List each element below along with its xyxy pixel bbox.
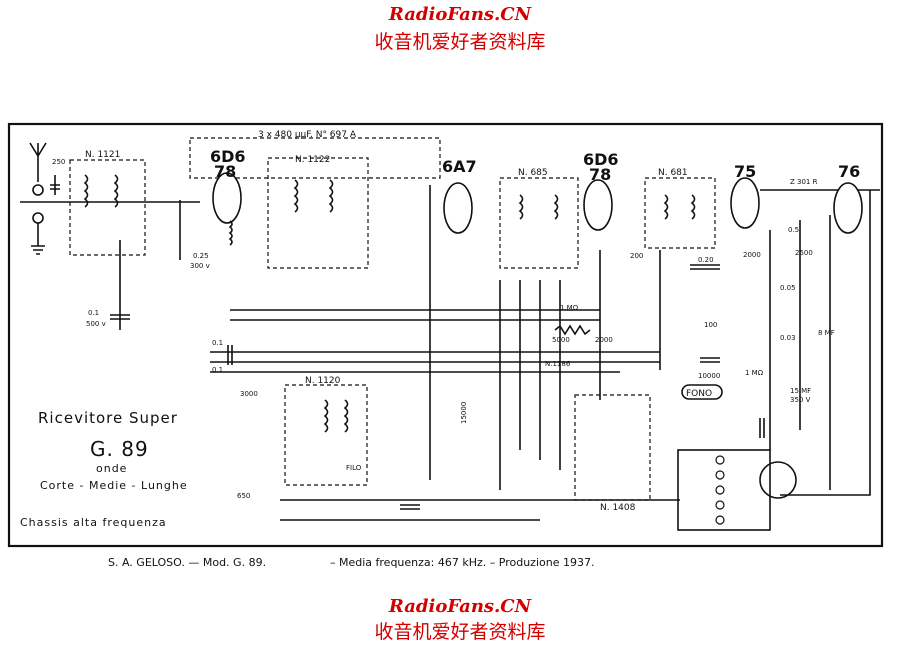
coil-box-n685: N. 685 xyxy=(499,168,579,269)
tube-75: 75 xyxy=(730,162,760,229)
switch-box-n1408: N. 1408 xyxy=(574,394,651,513)
antenna-icon xyxy=(29,142,47,255)
svg-text:N. 1120: N. 1120 xyxy=(305,376,341,386)
svg-text:78: 78 xyxy=(589,165,611,184)
gang-cap-label: 3 x 480 μμF. N° 697 A xyxy=(258,130,357,140)
svg-text:0.25: 0.25 xyxy=(193,252,209,260)
svg-text:0.1: 0.1 xyxy=(88,309,99,317)
svg-text:0.03: 0.03 xyxy=(780,334,796,342)
title-model: G. 89 xyxy=(90,437,149,461)
footer-info: – Media frequenza: 467 kHz. – Produzione… xyxy=(330,556,594,569)
gang-cap-box xyxy=(189,137,441,179)
svg-text:N. 685: N. 685 xyxy=(518,168,548,178)
svg-text:6D6: 6D6 xyxy=(583,150,619,169)
svg-text:1 MΩ: 1 MΩ xyxy=(745,369,764,377)
tube-6a7: 6A7 xyxy=(442,157,477,234)
label-filo: FILO xyxy=(346,464,362,472)
svg-text:200: 200 xyxy=(630,252,643,260)
svg-text:2500: 2500 xyxy=(795,249,813,257)
svg-text:1 MΩ: 1 MΩ xyxy=(560,304,579,312)
svg-text:3000: 3000 xyxy=(240,390,258,398)
svg-text:0.05: 0.05 xyxy=(780,284,796,292)
svg-text:350 V: 350 V xyxy=(790,396,811,404)
coil-box-n1122: N. 1122 xyxy=(267,155,369,269)
title-bands: Corte - Medie - Lunghe xyxy=(40,479,188,492)
svg-text:N. 681: N. 681 xyxy=(658,168,688,178)
components: 250 0.1 500 v 0.1 0.1 0.25 300 v 1 MΩ 50… xyxy=(50,158,835,510)
svg-text:N. 1121: N. 1121 xyxy=(85,150,120,160)
svg-text:100: 100 xyxy=(704,321,717,329)
watermark-site-top: RadioFans.CN xyxy=(388,4,532,25)
title-onde: onde xyxy=(96,462,127,475)
svg-text:250: 250 xyxy=(52,158,65,166)
svg-text:6D6: 6D6 xyxy=(210,147,246,166)
tube-76: 76 xyxy=(833,162,863,234)
svg-text:15 MF: 15 MF xyxy=(790,387,811,395)
svg-text:FONO: FONO xyxy=(686,389,712,399)
svg-text:76: 76 xyxy=(838,162,860,181)
svg-text:0.1: 0.1 xyxy=(212,339,223,347)
svg-text:2000: 2000 xyxy=(743,251,761,259)
watermark-cn-top: 收音机爱好者资料库 xyxy=(374,31,546,53)
tube-6d6-rf: 6D6 78 xyxy=(210,147,246,224)
svg-text:6A7: 6A7 xyxy=(442,157,477,176)
svg-text:15000: 15000 xyxy=(460,402,468,424)
chassis-frame xyxy=(7,122,884,548)
svg-text:10000: 10000 xyxy=(698,372,720,380)
svg-text:650: 650 xyxy=(237,492,250,500)
svg-text:5000: 5000 xyxy=(552,336,570,344)
watermark-cn-bottom: 收音机爱好者资料库 xyxy=(374,621,546,643)
svg-text:78: 78 xyxy=(214,162,236,181)
svg-text:0.5: 0.5 xyxy=(788,226,799,234)
title-line-1: Ricevitore Super xyxy=(38,409,178,427)
svg-text:500 v: 500 v xyxy=(86,320,106,328)
bus-lines xyxy=(20,185,880,521)
tube-6d6-if: 6D6 78 xyxy=(583,150,619,231)
svg-text:0.20: 0.20 xyxy=(698,256,714,264)
label-n1186: N.1186 xyxy=(545,360,571,368)
coil-box-n1121: N. 1121 xyxy=(69,150,146,256)
svg-text:75: 75 xyxy=(734,162,756,181)
svg-text:N. 1122: N. 1122 xyxy=(295,155,330,165)
watermark-site-bottom: RadioFans.CN xyxy=(388,596,532,617)
footer-maker: S. A. GELOSO. — Mod. G. 89. xyxy=(108,556,266,569)
svg-text:300 v: 300 v xyxy=(190,262,210,270)
label-z301r: Z 301 R xyxy=(790,178,818,186)
svg-text:2000: 2000 xyxy=(595,336,613,344)
coil-box-n681: N. 681 xyxy=(644,168,716,249)
svg-text:N. 1408: N. 1408 xyxy=(600,503,636,513)
fono-jack: FONO xyxy=(681,384,723,400)
svg-text:8 MF: 8 MF xyxy=(818,329,835,337)
coil-box-n1120: N. 1120 xyxy=(284,376,368,486)
lamp-panel xyxy=(677,449,797,531)
title-chassis: Chassis alta frequenza xyxy=(20,516,167,529)
svg-text:0.1: 0.1 xyxy=(212,366,223,374)
